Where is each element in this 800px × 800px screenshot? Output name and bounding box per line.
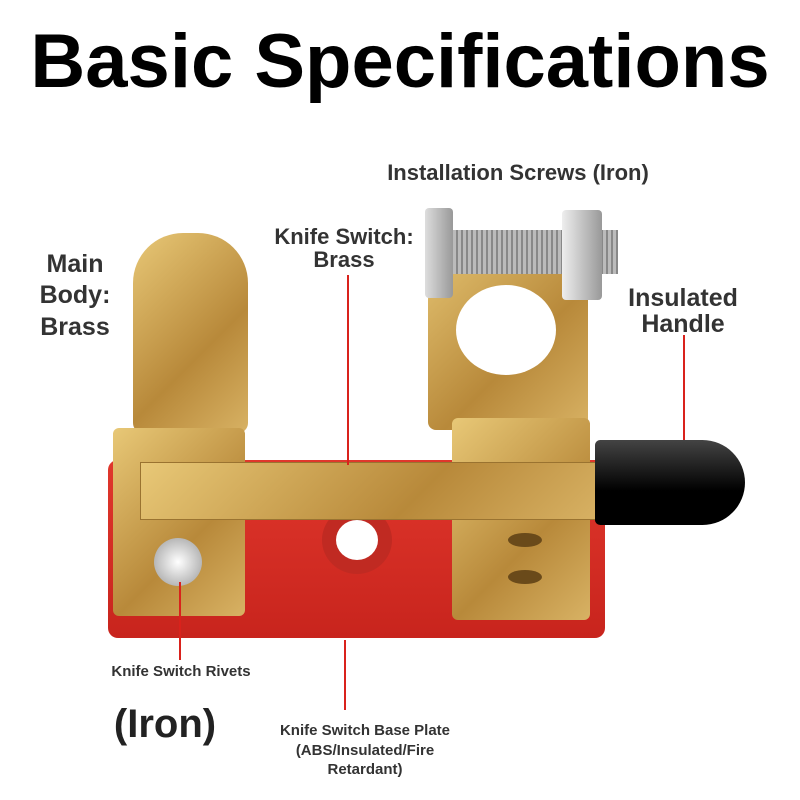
label-rivets-material: (Iron) [113, 702, 217, 746]
clamp-hole [456, 285, 556, 375]
clamp-rivet-1 [508, 533, 542, 547]
main-body-cylinder [133, 233, 248, 433]
leader-line-base [344, 640, 346, 710]
label-line: Insulated [628, 284, 738, 312]
screw-nut-left [425, 208, 453, 298]
screw-nut-right [562, 210, 602, 300]
clamp-rivet-2 [508, 570, 542, 584]
label-line: Brass [40, 312, 110, 341]
label-rivets: Knife Switch Rivets [111, 663, 251, 680]
label-base-plate: Knife Switch Base Plate (ABS/Insulated/F… [250, 721, 480, 780]
knife-blade [140, 462, 602, 520]
label-line: Knife Switch Base Plate [279, 722, 451, 739]
label-knife-switch: Knife Switch: Brass [244, 225, 444, 271]
base-hole [336, 520, 378, 560]
leader-line-knife-switch [347, 275, 349, 465]
label-handle: Insulated Handle [593, 285, 773, 338]
label-main-body: Main Body: Brass [20, 249, 130, 343]
label-line: Handle [641, 310, 725, 339]
label-screws: Installation Screws (Iron) [387, 160, 649, 185]
label-line: Retardant) [327, 761, 403, 778]
leader-line-handle [683, 335, 685, 440]
label-line: Brass [313, 247, 375, 273]
label-line: Body: [39, 281, 111, 310]
leader-line-rivets [179, 582, 181, 660]
rivet [154, 538, 202, 586]
page-title: Basic Specifications [30, 19, 770, 104]
label-line: Knife Switch: [274, 224, 414, 249]
insulated-handle [595, 440, 745, 525]
label-line: (ABS/Insulated/Fire [295, 741, 435, 759]
label-line: Main [46, 250, 104, 278]
